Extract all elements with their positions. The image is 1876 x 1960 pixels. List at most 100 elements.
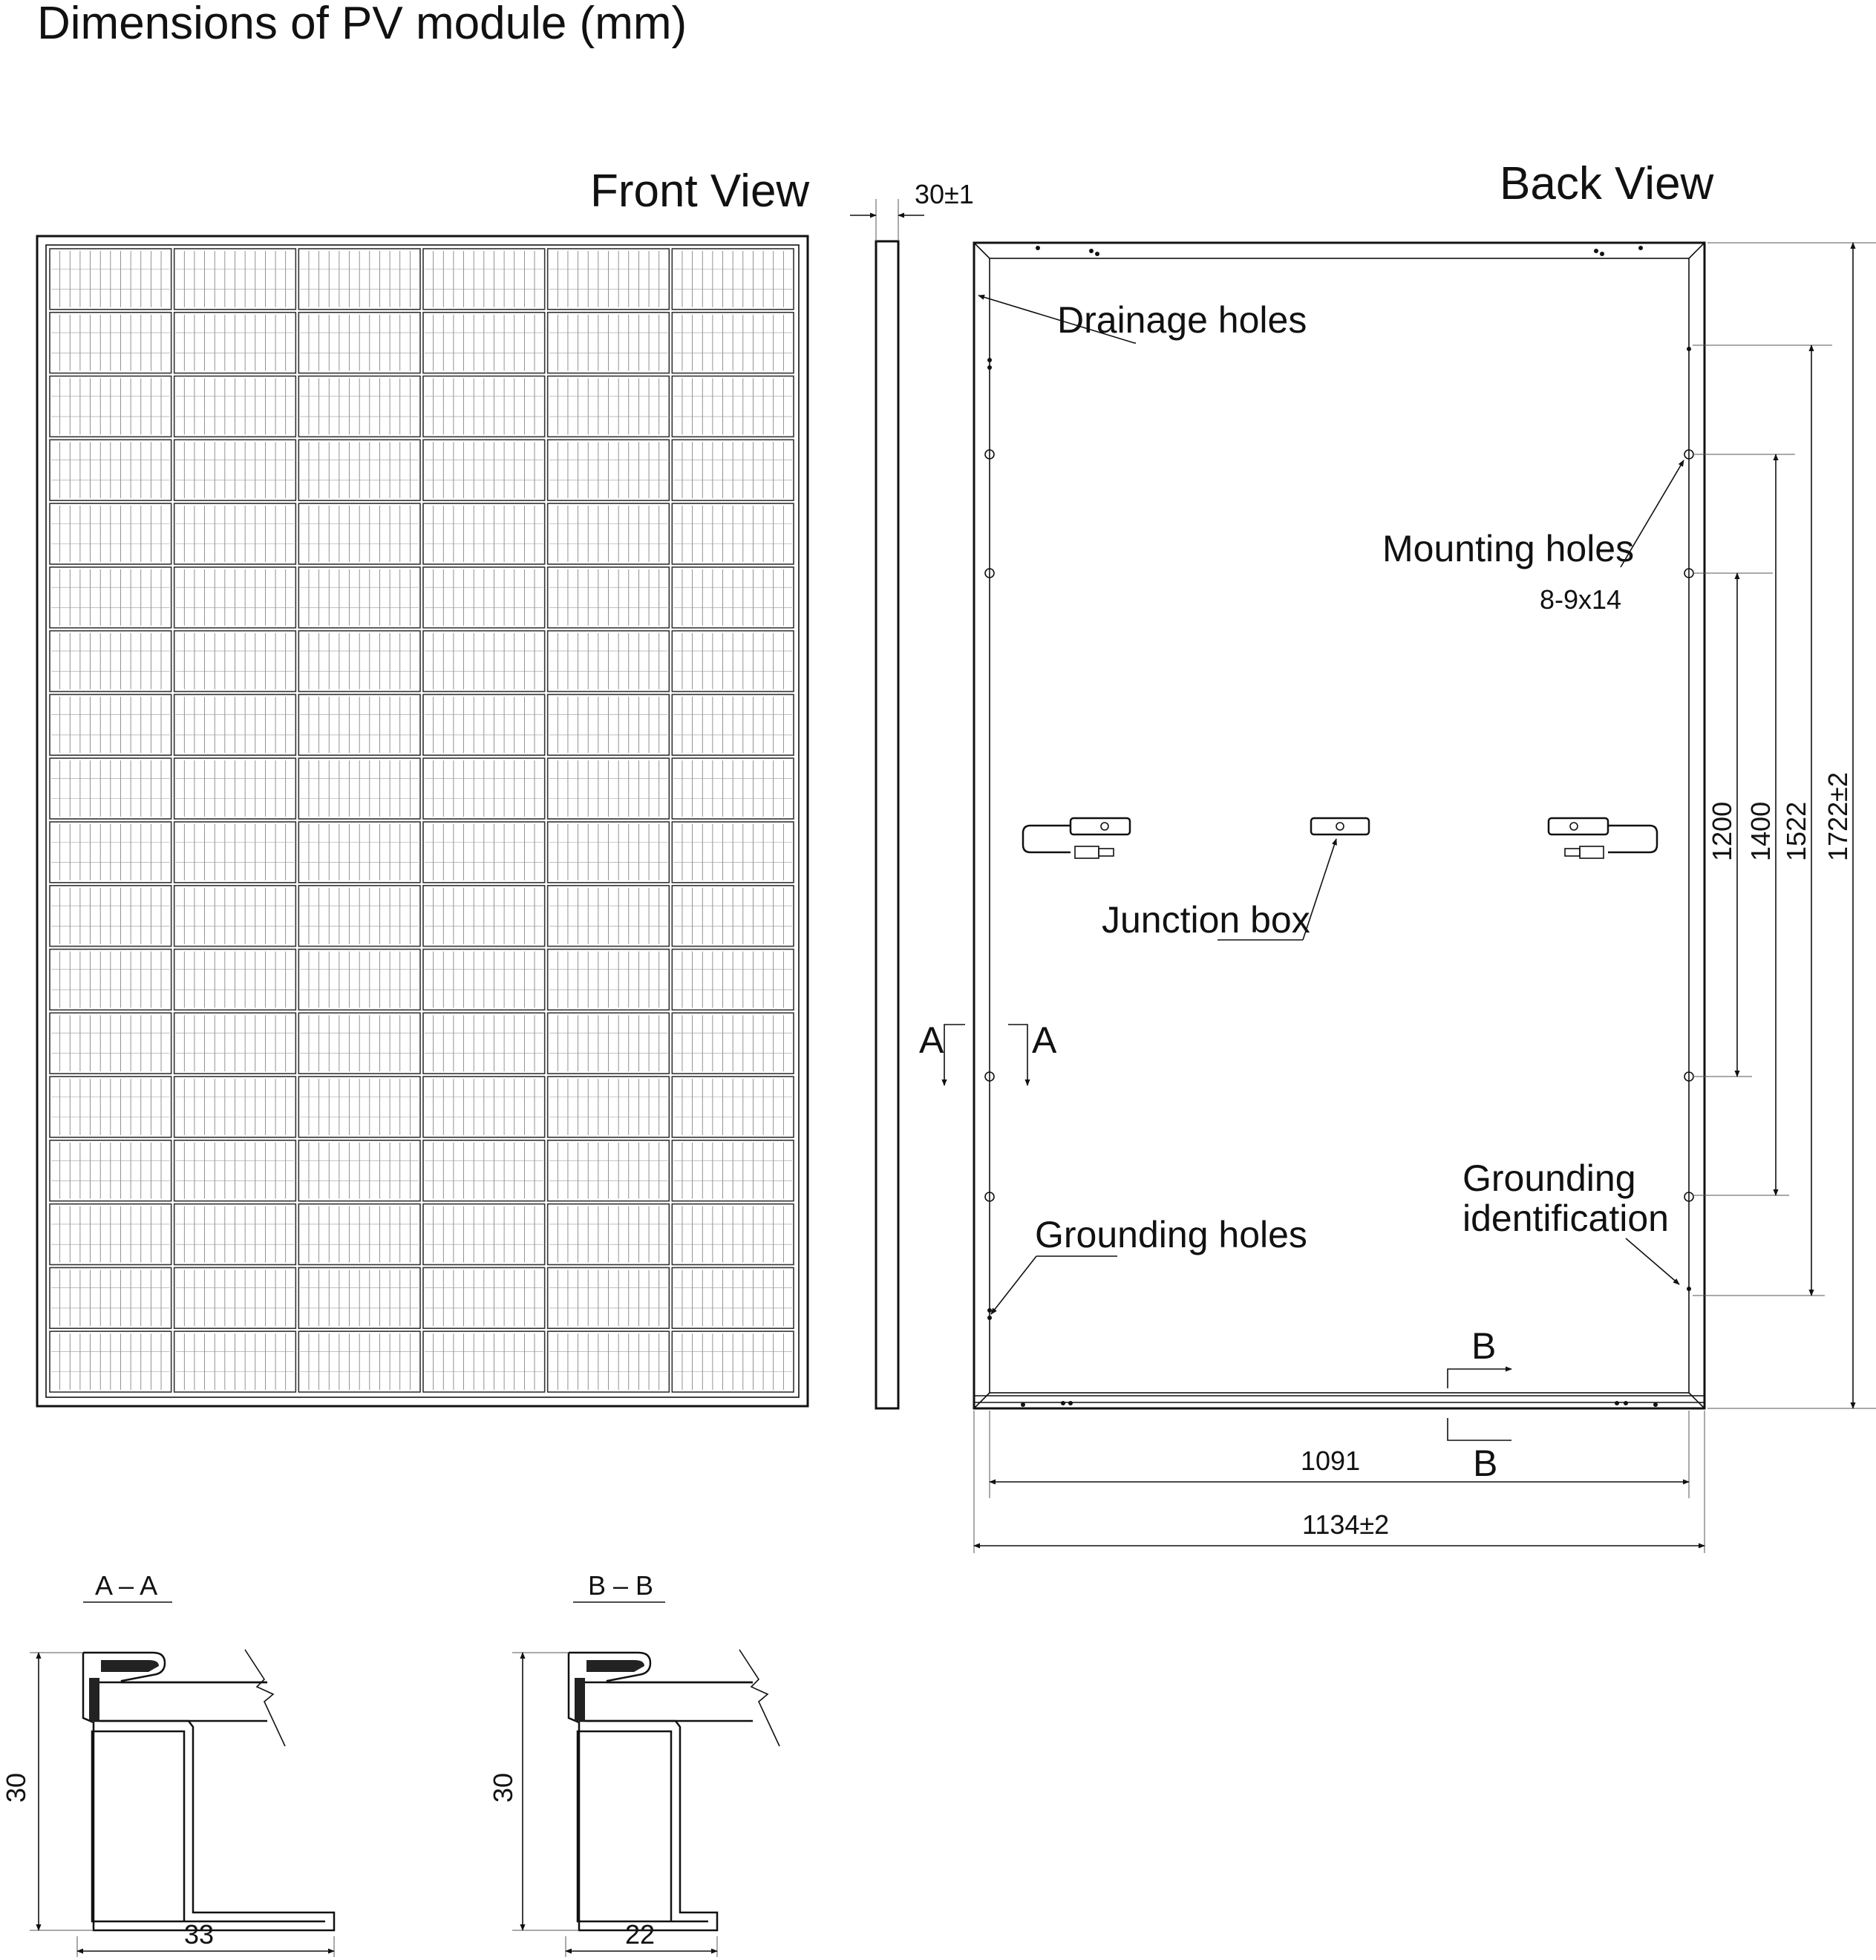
pv-cell xyxy=(173,375,297,438)
pv-cell xyxy=(298,1012,421,1074)
pv-cell xyxy=(173,630,297,693)
pv-cell xyxy=(49,1267,172,1330)
pv-cell xyxy=(173,503,297,565)
pv-cell xyxy=(298,757,421,820)
pv-cell xyxy=(546,439,670,501)
pv-cell xyxy=(49,439,172,501)
pv-cell xyxy=(546,1203,670,1266)
pv-cell xyxy=(671,1140,794,1202)
pv-cell xyxy=(173,821,297,883)
pv-cell xyxy=(546,1076,670,1138)
pv-cell xyxy=(49,630,172,693)
pv-cell xyxy=(49,375,172,438)
grounding-holes-callout: Grounding holes xyxy=(990,1214,1307,1315)
pv-cell xyxy=(546,757,670,820)
pv-cell xyxy=(298,566,421,629)
pv-cell xyxy=(671,1330,794,1393)
pv-cell xyxy=(298,248,421,310)
pv-cell xyxy=(49,1203,172,1266)
section-bb-height: 30 xyxy=(488,1773,518,1803)
section-b-label-top: B xyxy=(1471,1325,1496,1367)
pv-cell xyxy=(173,757,297,820)
pv-cell xyxy=(422,693,546,757)
pv-cell xyxy=(671,311,794,374)
pv-cell xyxy=(298,821,421,883)
pv-cell xyxy=(49,1140,172,1202)
pv-cell xyxy=(422,1330,546,1393)
side-thickness-label: 30±1 xyxy=(915,179,974,209)
dim-1091: 1091 xyxy=(1301,1446,1360,1476)
pv-cell xyxy=(422,1203,546,1266)
section-aa-width: 33 xyxy=(184,1919,214,1950)
pv-cell xyxy=(546,503,670,565)
pv-cell xyxy=(422,1076,546,1138)
section-aa-height: 30 xyxy=(1,1773,31,1803)
pv-cell xyxy=(671,630,794,693)
pv-cell xyxy=(546,311,670,374)
pv-cell xyxy=(546,1012,670,1074)
pv-cell xyxy=(546,693,670,757)
pv-cell xyxy=(49,566,172,629)
pv-cell xyxy=(49,248,172,310)
pv-cell xyxy=(173,948,297,1011)
pv-cell xyxy=(546,630,670,693)
back-view-panel xyxy=(973,241,1706,1410)
pv-cell xyxy=(671,375,794,438)
pv-cell xyxy=(298,884,421,947)
pv-cell xyxy=(546,375,670,438)
pv-cell xyxy=(173,566,297,629)
pv-cell xyxy=(671,439,794,501)
pv-cell xyxy=(173,311,297,374)
grounding-identification-label-line1: Grounding xyxy=(1462,1157,1636,1199)
junction-box-center xyxy=(1310,817,1370,836)
junction-box-callout: Junction box xyxy=(1102,838,1337,941)
pv-cell xyxy=(422,566,546,629)
pv-cell xyxy=(298,311,421,374)
grounding-identification-label-line2: identification xyxy=(1462,1198,1669,1239)
pv-cell xyxy=(298,948,421,1011)
pv-cell xyxy=(173,884,297,947)
pv-cell xyxy=(671,693,794,757)
dim-1134: 1134±2 xyxy=(1302,1509,1389,1540)
page-title: Dimensions of PV module (mm) xyxy=(37,0,687,49)
section-mark-a: A A xyxy=(919,1019,1057,1086)
grounding-identification-callout: Grounding identification xyxy=(1462,1157,1680,1285)
pv-cell xyxy=(422,948,546,1011)
pv-cell xyxy=(298,1076,421,1138)
side-view: 30±1 xyxy=(850,179,974,1410)
pv-cell xyxy=(173,1330,297,1393)
mounting-holes-spec: 8-9x14 xyxy=(1540,584,1621,615)
pv-cell xyxy=(546,1140,670,1202)
pv-cell xyxy=(546,821,670,883)
dim-1722: 1722±2 xyxy=(1823,772,1853,861)
section-a-label-right: A xyxy=(1032,1019,1057,1061)
section-a-label-left: A xyxy=(919,1019,944,1061)
section-aa: A – A 30 33 xyxy=(1,1570,336,1957)
pv-cell xyxy=(422,248,546,310)
drainage-and-grounding-holes xyxy=(987,246,1691,1407)
pv-cell xyxy=(298,503,421,565)
pv-cell xyxy=(671,821,794,883)
pv-cell xyxy=(298,1140,421,1202)
pv-cell xyxy=(298,1203,421,1266)
section-bb: B – B 30 22 xyxy=(488,1570,780,1957)
front-view-cell-grid xyxy=(49,248,794,1393)
pv-cell xyxy=(49,1076,172,1138)
pv-cell xyxy=(49,821,172,883)
junction-box-label: Junction box xyxy=(1102,899,1310,941)
pv-cell xyxy=(671,1267,794,1330)
pv-cell xyxy=(49,948,172,1011)
pv-cell xyxy=(671,884,794,947)
pv-cell xyxy=(173,439,297,501)
section-aa-title: A – A xyxy=(95,1570,157,1601)
pv-cell xyxy=(173,1203,297,1266)
pv-cell xyxy=(173,1140,297,1202)
pv-cell xyxy=(671,1012,794,1074)
pv-cell xyxy=(546,1267,670,1330)
section-bb-width: 22 xyxy=(625,1919,655,1950)
pv-cell xyxy=(422,503,546,565)
pv-cell xyxy=(173,1076,297,1138)
dim-1400: 1400 xyxy=(1745,802,1776,861)
pv-cell xyxy=(422,1012,546,1074)
pv-cell xyxy=(546,884,670,947)
